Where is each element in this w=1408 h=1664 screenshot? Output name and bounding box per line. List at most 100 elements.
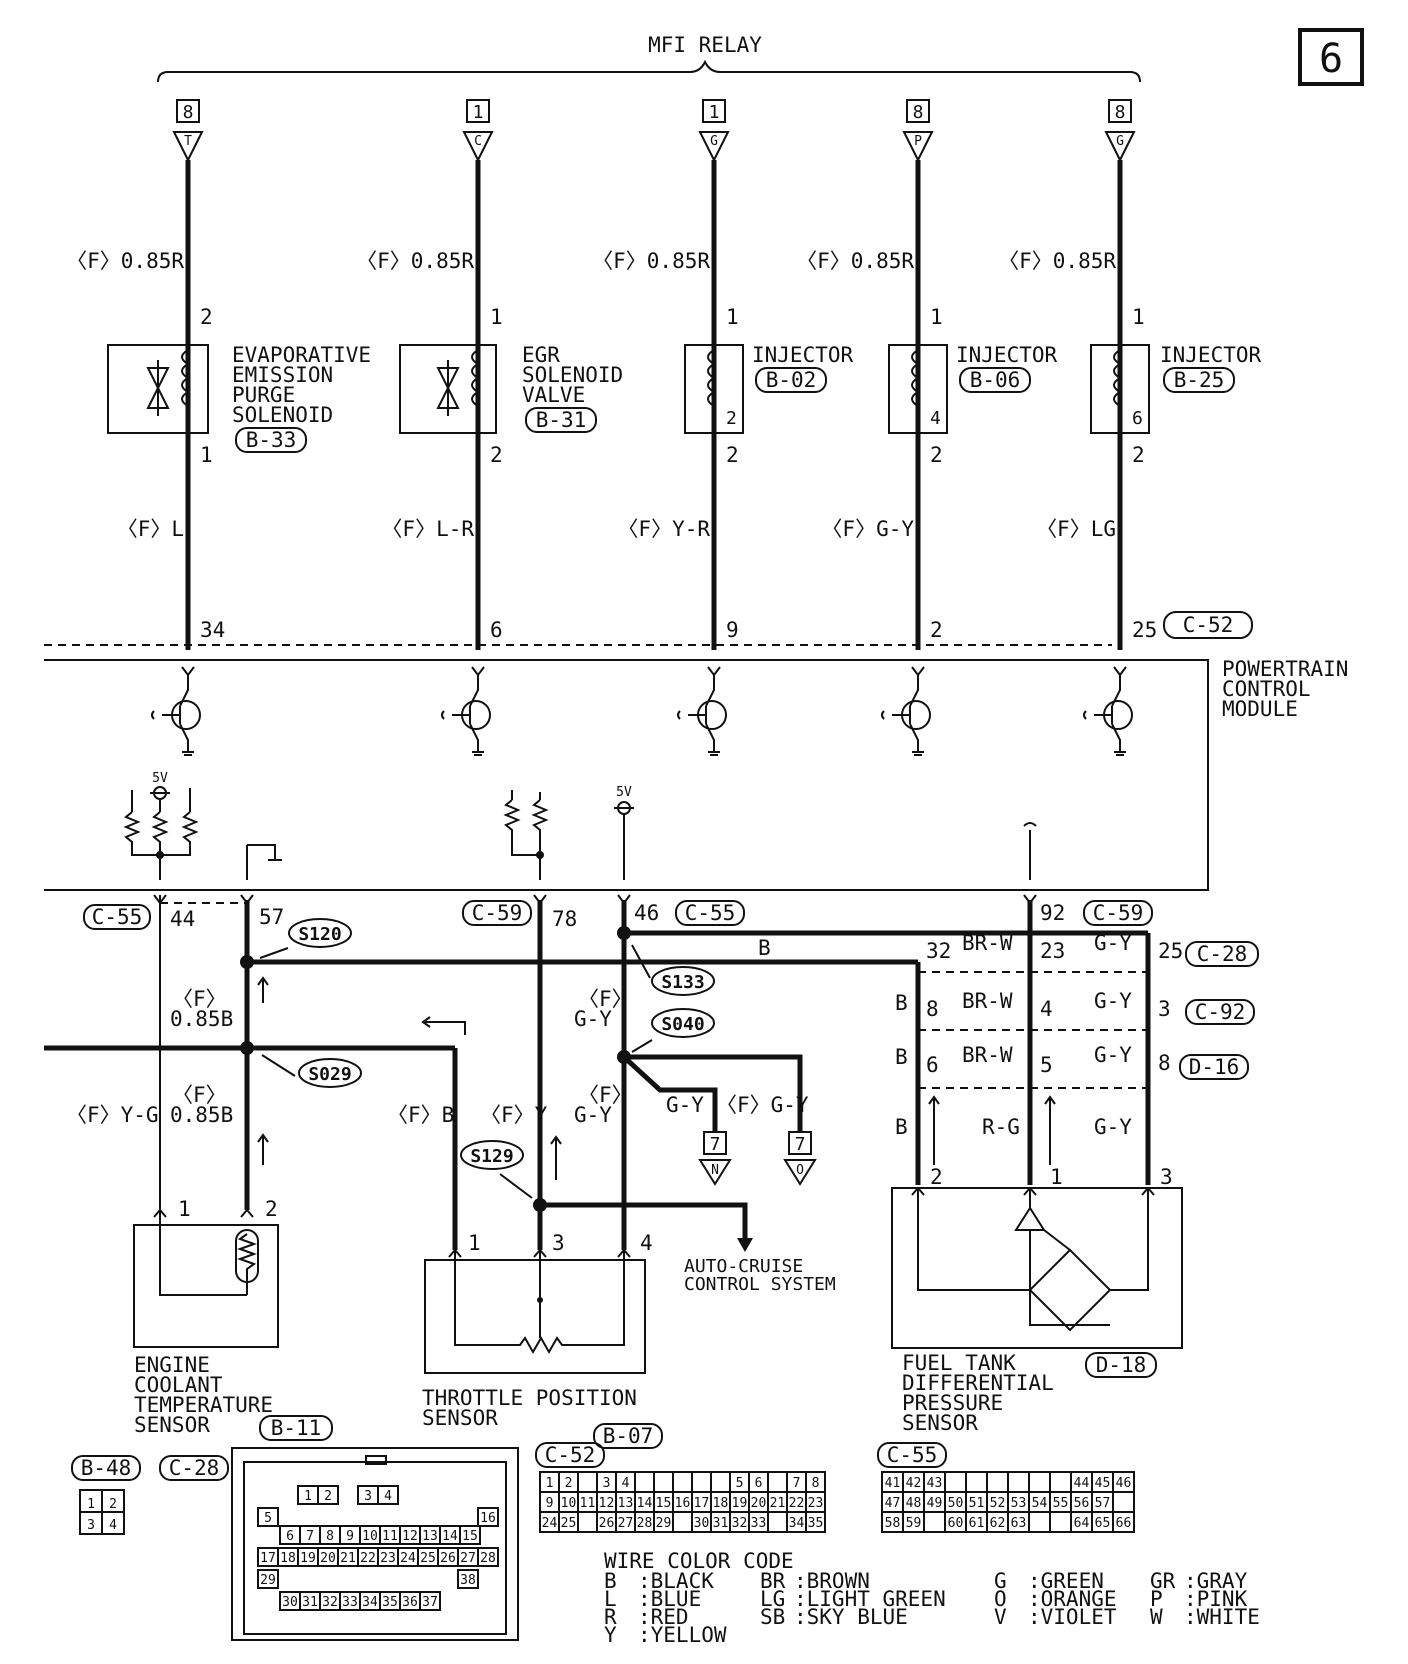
b48-label: B-48 (81, 1456, 132, 1480)
color-code-name: :VIOLET (1028, 1605, 1117, 1629)
throttle-position-sensor: 1 3 4 THROTTLE POSITION SENSOR B-07 (422, 1231, 663, 1449)
lower-harness (44, 894, 1151, 1252)
ground-symbol (912, 751, 924, 756)
pin-46: 46 (634, 901, 659, 925)
c28-mid-wire: BR-W (962, 931, 1013, 955)
splice-label: S040 (661, 1014, 704, 1035)
wire-b-horizontal: B (758, 936, 771, 960)
component-pin-top: 1 (930, 305, 943, 329)
component-label: VALVE (522, 383, 585, 407)
pin-78: 78 (552, 907, 577, 931)
color-code-name: :BLACK (638, 1569, 714, 1593)
c55-pin: 41 (885, 1476, 901, 1491)
c55-cell (1028, 1511, 1051, 1533)
c52-pin: 14 (637, 1496, 653, 1511)
c55-cell (923, 1511, 946, 1533)
c55-pin: 63 (1011, 1516, 1027, 1531)
pcm-input-marker (707, 666, 721, 677)
c28-cell (477, 1507, 499, 1527)
c52-pin: 26 (599, 1516, 615, 1531)
relay-terminal-connector: 8 (1115, 102, 1126, 123)
valve-symbol (146, 360, 170, 416)
c52-pin: 11 (580, 1496, 596, 1511)
transistor-leads (441, 675, 479, 752)
c28-left-pin: 32 (926, 939, 951, 963)
pcm-top-pin: 2 (930, 618, 943, 642)
relay-column: 8T〈F〉0.85R21EVAPORATIVEEMISSIONPURGESOLE… (66, 99, 371, 756)
c55-pin: 48 (906, 1496, 922, 1511)
wire-yg: 〈F〉Y-G (66, 1103, 159, 1127)
color-code-name: :ORANGE (1028, 1587, 1117, 1611)
component-pin-bottom: 2 (726, 443, 739, 467)
c55-cell (1049, 1471, 1072, 1493)
c28-pin: 23 (380, 1551, 396, 1566)
c28-pin: 32 (322, 1595, 338, 1610)
c28-pin: 1 (304, 1489, 312, 1504)
pcm-top-connector: C-52 (1183, 613, 1234, 637)
color-code-abbr: G (994, 1569, 1007, 1593)
d16-right-wire: G-Y (1094, 1043, 1132, 1067)
component-box (399, 344, 497, 434)
c92-mid-wire: BR-W (962, 989, 1013, 1013)
branch-terminal-1-pin: N (711, 1163, 719, 1178)
c55-pin: 44 (1074, 1476, 1090, 1491)
upper-wire-label: 〈F〉0.85R (592, 249, 710, 273)
component-connector: B-31 (536, 408, 587, 432)
relay-terminal-box (176, 99, 200, 123)
c52-pin: 20 (751, 1496, 767, 1511)
c28-mid-pin: 23 (1040, 939, 1065, 963)
component-connector-frame (1163, 367, 1235, 393)
relay-terminal-pin: P (914, 134, 922, 149)
pin-46-connector: C-55 (685, 901, 736, 925)
ground-symbol (472, 751, 484, 756)
transistor-leads (677, 675, 715, 752)
supply-5v-label-2: 5V (616, 785, 632, 800)
c52-pin: 16 (675, 1496, 691, 1511)
component-connector-frame (525, 407, 597, 433)
transistor-leads (1083, 675, 1121, 752)
component-label: INJECTOR (956, 343, 1058, 367)
ect-connector: B-11 (271, 1416, 322, 1440)
component-connector-frame (235, 427, 307, 453)
c52-pin: 12 (599, 1496, 615, 1511)
c52-cell (691, 1471, 712, 1493)
c28-pin: 5 (264, 1511, 272, 1526)
c28-pin: 3 (364, 1489, 372, 1504)
c52-cell (710, 1471, 731, 1493)
transistor-leads (881, 675, 919, 752)
relay-terminal-pin-shape (698, 131, 730, 163)
pcm-box (44, 659, 1209, 891)
pcm-internal-sensor-circuits: 5V 5V (123, 771, 1037, 880)
component-connector: B-33 (246, 428, 297, 452)
c28-cell (477, 1547, 499, 1567)
pcm-top-pin: 9 (726, 618, 739, 642)
ect-label-3: TEMPERATURE (134, 1393, 273, 1417)
relay-terminal-pin-shape (462, 131, 494, 163)
c52-pin: 18 (713, 1496, 729, 1511)
coil-symbol (181, 349, 190, 407)
relay-terminal-pin-shape (172, 131, 204, 163)
c28-pin: 26 (440, 1551, 456, 1566)
color-code-name: :SKY BLUE (794, 1605, 908, 1629)
c28-pin: 20 (320, 1551, 336, 1566)
c28-pin: 35 (382, 1595, 398, 1610)
c28-right-pin: 25 (1158, 939, 1183, 963)
ground-symbol (182, 751, 194, 756)
c28-pin: 31 (302, 1595, 318, 1610)
page-number: 6 (1319, 36, 1343, 82)
c55-pin: 46 (1116, 1476, 1132, 1491)
lower-wire-label: 〈F〉G-Y (821, 517, 914, 541)
color-code-abbr: V (994, 1605, 1007, 1629)
c52-pin: 15 (656, 1496, 672, 1511)
component-pin-bottom: 2 (490, 443, 503, 467)
lower-wire-label: 〈F〉Y-R (617, 517, 710, 541)
c92-connector: C-92 (1195, 1000, 1246, 1024)
mfi-relay-brace (157, 59, 1141, 83)
component-label: PURGE (232, 383, 295, 407)
pcm-input-marker (471, 666, 485, 677)
c52-cell (577, 1511, 598, 1533)
